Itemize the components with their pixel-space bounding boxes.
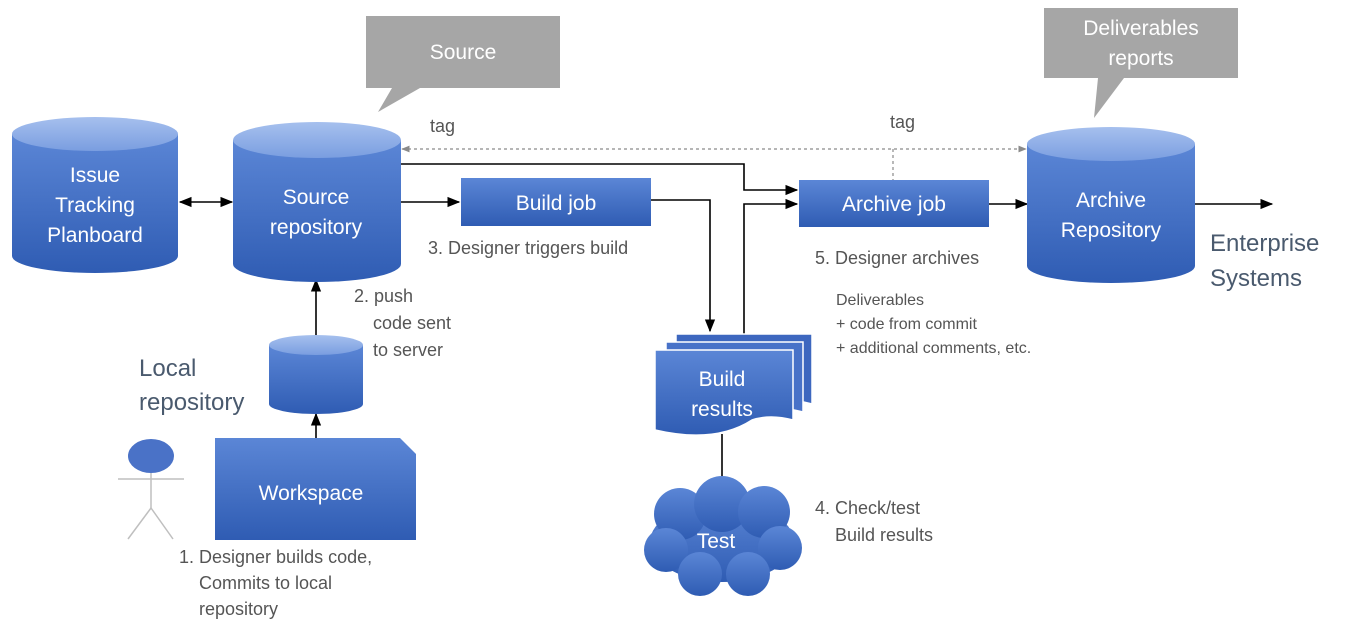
source-repository-node: Source repository (233, 122, 401, 282)
step1-line1: 1. Designer builds code, (179, 547, 372, 567)
deliverables-callout-line1: Deliverables (1083, 17, 1199, 40)
step1-line2: Commits to local (199, 573, 332, 593)
stick-figure-icon (118, 439, 184, 540)
step2-line2: code sent (373, 313, 451, 333)
local-repository-node (269, 335, 363, 414)
source-callout: Source (366, 16, 560, 112)
build-job-label: Build job (516, 192, 597, 215)
step3-label: 3. Designer triggers build (428, 238, 628, 258)
step4-line2: Build results (835, 525, 933, 545)
deliverables-note-line2: + code from commit (836, 316, 977, 333)
build-results-line2: results (691, 398, 753, 421)
deliverables-reports-callout: Deliverables reports (1044, 8, 1238, 118)
source-repository-line1: Source (283, 186, 350, 209)
local-repository-line2: repository (139, 389, 244, 416)
issue-tracking-line3: Planboard (47, 224, 143, 247)
workspace-node: Workspace (215, 438, 416, 540)
tag-right-label: tag (890, 112, 915, 132)
test-label: Test (697, 530, 736, 553)
step4-line1: 4. Check/test (815, 498, 920, 518)
source-callout-label: Source (430, 41, 497, 64)
test-node: Test (644, 476, 802, 596)
build-results-line1: Build (699, 368, 746, 391)
archive-repository-node: Archive Repository (1027, 127, 1195, 283)
archive-job-label: Archive job (842, 193, 946, 216)
archive-repository-line2: Repository (1061, 219, 1162, 242)
step2-line3: to server (373, 340, 443, 360)
deliverables-note-line3: + additional comments, etc. (836, 340, 1031, 357)
build-job-node: Build job (461, 178, 651, 226)
tag-left-label: tag (430, 116, 455, 136)
issue-tracking-planboard-node: Issue Tracking Planboard (12, 117, 178, 273)
build-results-node: Build results (654, 333, 813, 436)
step2-line1: 2. push (354, 286, 413, 306)
workspace-label: Workspace (259, 482, 364, 505)
source-repository-line2: repository (270, 216, 363, 239)
issue-tracking-line1: Issue (70, 164, 120, 187)
deliverables-note-line1: Deliverables (836, 292, 924, 309)
enterprise-systems-line2: Systems (1210, 265, 1302, 292)
issue-tracking-line2: Tracking (55, 194, 135, 217)
archive-job-node: Archive job (799, 180, 989, 227)
local-repository-line1: Local (139, 355, 196, 382)
step5-label: 5. Designer archives (815, 248, 979, 268)
enterprise-systems-line1: Enterprise (1210, 230, 1319, 257)
deliverables-callout-line2: reports (1108, 47, 1173, 70)
step1-line3: repository (199, 599, 278, 619)
archive-repository-line1: Archive (1076, 189, 1146, 212)
